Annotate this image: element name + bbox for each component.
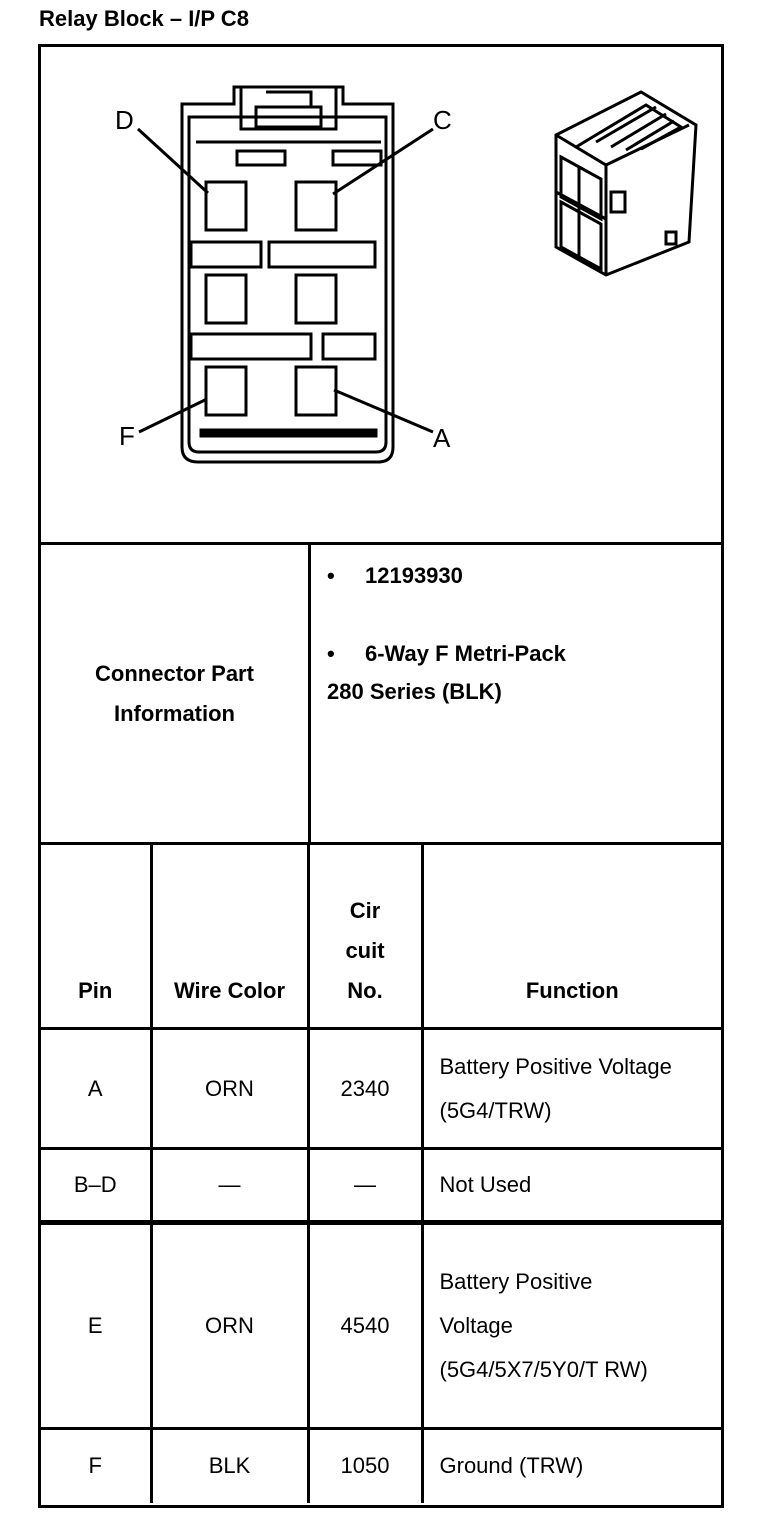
callout-a: A [433, 423, 451, 453]
part-number: 12193930 [365, 563, 463, 588]
table-row: E ORN 4540 Battery Positive Voltage (5G4… [41, 1222, 721, 1430]
cell-function: Battery Positive Voltage (5G4/5X7/5Y0/T … [420, 1222, 721, 1430]
cell-pin: B–D [41, 1148, 151, 1225]
pinout-table: Pin Wire Color Cir cuit No. Function A O… [41, 845, 721, 1503]
cell-function: Not Used [420, 1148, 721, 1225]
connector-frame: D C F A Connector Part Information • 1219… [38, 44, 724, 1508]
page-title: Relay Block – I/P C8 [39, 6, 249, 31]
part-description-1: 6-Way F Metri-Pack [365, 641, 566, 666]
table-header-row: Pin Wire Color Cir cuit No. Function [41, 845, 721, 1030]
cell-circuit: 1050 [306, 1428, 422, 1503]
part-info-label: Connector Part Information [41, 545, 311, 842]
part-description-line: • 6-Way F Metri-Pack [327, 641, 566, 679]
bullet: • [327, 641, 335, 666]
connector-3d-view-icon [554, 90, 698, 277]
header-wire-color: Wire Color [149, 845, 308, 1030]
cell-color: — [149, 1148, 308, 1225]
cell-pin: F [88, 1453, 102, 1479]
part-info-section: Connector Part Information • 12193930 • 6-… [41, 545, 721, 845]
part-description-2: 280 Series (BLK) [327, 679, 502, 704]
cell-pin: A [41, 1028, 151, 1150]
callout-f: F [119, 421, 135, 451]
callout-d: D [115, 105, 134, 135]
cell-circuit: — [306, 1148, 422, 1225]
cell-function: Ground (TRW) [420, 1428, 721, 1503]
table-row: B–D — — Not Used [41, 1148, 721, 1225]
cell-color: ORN [149, 1028, 308, 1150]
table-row: A ORN 2340 Battery Positive Voltage (5G4… [41, 1028, 721, 1150]
cell-color: BLK [149, 1428, 308, 1503]
cell-function: Battery Positive Voltage (5G4/TRW) [420, 1028, 721, 1150]
part-number-line: • 12193930 [327, 563, 566, 601]
header-function: Function [420, 845, 721, 1030]
header-pin: Pin [41, 845, 151, 1030]
part-info-values: • 12193930 • 6-Way F Metri-Pack 280 Series… [327, 563, 566, 717]
table-row: F BLK 1050 Ground (TRW) [41, 1428, 721, 1503]
cell-color: ORN [149, 1222, 308, 1430]
cell-pin: E [41, 1222, 151, 1430]
cell-circuit: 2340 [306, 1028, 422, 1150]
header-circuit: Cir cuit No. [306, 845, 422, 1030]
cell-circuit: 4540 [306, 1222, 422, 1430]
bullet: • [327, 563, 335, 588]
callout-c: C [433, 105, 452, 135]
connector-image-section: D C F A [41, 47, 721, 545]
connector-face-diagram: D C F A [115, 85, 698, 464]
